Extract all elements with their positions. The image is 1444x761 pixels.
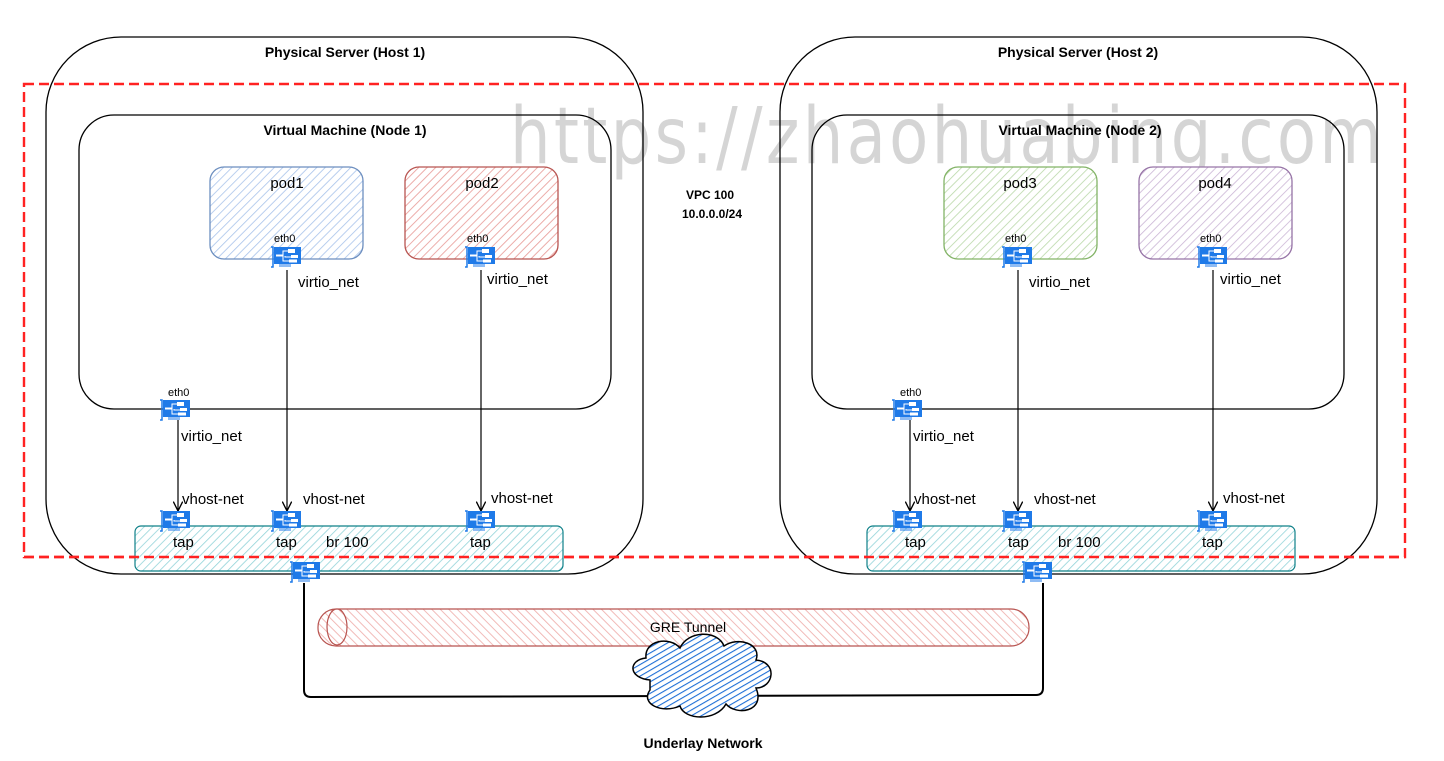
host1-tap-1[interactable]: vhost-net tap <box>159 491 245 551</box>
pod-3-label: pod3 <box>1003 175 1036 192</box>
pod3-driver-label: virtio_net <box>1029 274 1091 291</box>
host-1-frame <box>45 36 644 575</box>
vpc-name: VPC 100 <box>686 188 734 202</box>
pod1-nic[interactable]: eth0 virtio_net <box>270 233 360 291</box>
network-card-icon <box>1196 246 1228 268</box>
host-2-title: Physical Server (Host 2) <box>998 44 1158 60</box>
pod3-nic[interactable]: eth0 virtio_net <box>1001 233 1091 291</box>
tap-label: tap <box>470 534 491 551</box>
network-card-icon <box>1001 246 1033 268</box>
tap-label: tap <box>1008 534 1029 551</box>
pod4-nic[interactable]: eth0 virtio_net <box>1196 233 1282 288</box>
host-2: Physical Server (Host 2) <box>779 36 1378 575</box>
network-card-icon <box>270 246 302 268</box>
gre-tunnel-label: GRE Tunnel <box>650 619 726 635</box>
pod4-nic-label: eth0 <box>1200 233 1221 245</box>
underlay-label: Underlay Network <box>643 735 762 751</box>
pod-3[interactable]: pod3 <box>943 166 1098 260</box>
pod3-nic-label: eth0 <box>1005 233 1026 245</box>
network-card-icon <box>464 510 496 532</box>
gre-tunnel[interactable]: GRE Tunnel <box>317 608 1030 647</box>
tap-label: tap <box>905 534 926 551</box>
tap-label: tap <box>276 534 297 551</box>
network-card-icon <box>159 399 191 421</box>
host-1: Physical Server (Host 1) <box>45 36 644 575</box>
pod1-nic-label: eth0 <box>274 233 295 245</box>
pod-2[interactable]: pod2 <box>404 166 559 260</box>
bridge-1-label: br 100 <box>326 534 369 551</box>
pod-1[interactable]: pod1 <box>209 166 364 260</box>
vm-2-frame <box>811 114 1345 410</box>
underlay-cloud[interactable]: Underlay Network <box>632 633 772 751</box>
host2-tap-1[interactable]: vhost-net tap <box>891 491 977 551</box>
tap-label: tap <box>173 534 194 551</box>
network-card-icon <box>1021 561 1053 583</box>
network-card-icon <box>464 246 496 268</box>
cloud-icon <box>632 633 772 718</box>
tap-label: tap <box>1202 534 1223 551</box>
network-card-icon <box>289 561 321 583</box>
vm2-nic-label: eth0 <box>900 387 921 399</box>
vm-2-title: Virtual Machine (Node 2) <box>998 122 1161 138</box>
tap-backend-label: vhost-net <box>303 491 366 508</box>
host1-tap-3[interactable]: vhost-net tap <box>464 490 554 551</box>
pod-1-label: pod1 <box>270 175 303 192</box>
pod2-driver-label: virtio_net <box>487 271 549 288</box>
vm1-nic[interactable]: eth0 virtio_net <box>159 387 243 445</box>
pod4-driver-label: virtio_net <box>1220 271 1282 288</box>
tap-backend-label: vhost-net <box>1223 490 1286 507</box>
network-card-icon <box>891 510 923 532</box>
vm1-driver-label: virtio_net <box>181 428 243 445</box>
vm2-nic[interactable]: eth0 virtio_net <box>891 387 975 445</box>
pod-4[interactable]: pod4 <box>1138 166 1293 260</box>
network-card-icon <box>270 510 302 532</box>
pod-2-label: pod2 <box>465 175 498 192</box>
host2-uplink-nic[interactable] <box>1021 561 1053 583</box>
host-2-frame <box>779 36 1378 575</box>
tap-backend-label: vhost-net <box>491 490 554 507</box>
pod1-driver-label: virtio_net <box>298 274 360 291</box>
host1-uplink-nic[interactable] <box>289 561 321 583</box>
host2-tap-3[interactable]: vhost-net tap <box>1196 490 1286 551</box>
vpc-cidr: 10.0.0.0/24 <box>682 207 742 221</box>
vm-1-frame <box>78 114 612 410</box>
pod2-nic-label: eth0 <box>467 233 488 245</box>
host2-tap-2[interactable]: vhost-net tap <box>1001 491 1097 551</box>
vm-1-title: Virtual Machine (Node 1) <box>263 122 426 138</box>
network-card-icon <box>1001 510 1033 532</box>
bridge-2[interactable]: br 100 <box>866 525 1296 572</box>
network-card-icon <box>159 510 191 532</box>
vm2-driver-label: virtio_net <box>913 428 975 445</box>
tap-backend-label: vhost-net <box>914 491 977 508</box>
tap-backend-label: vhost-net <box>182 491 245 508</box>
network-card-icon <box>1196 510 1228 532</box>
tap-backend-label: vhost-net <box>1034 491 1097 508</box>
network-card-icon <box>891 399 923 421</box>
host1-tap-2[interactable]: vhost-net tap <box>270 491 366 551</box>
vm1-nic-label: eth0 <box>168 387 189 399</box>
bridge-2-label: br 100 <box>1058 534 1101 551</box>
bridge-1[interactable]: br 100 <box>134 525 564 572</box>
pod-links <box>178 270 1213 510</box>
pod2-nic[interactable]: eth0 virtio_net <box>464 233 549 288</box>
host-1-title: Physical Server (Host 1) <box>265 44 425 60</box>
pod-4-label: pod4 <box>1198 175 1231 192</box>
